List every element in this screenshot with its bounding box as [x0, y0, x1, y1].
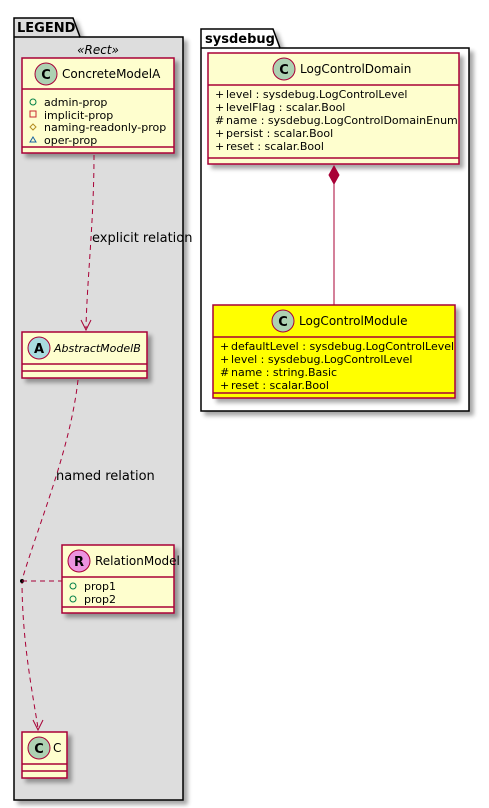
attr-prop1: prop1 [84, 580, 116, 593]
svg-text:C: C [279, 63, 289, 78]
svg-text:C: C [41, 68, 51, 83]
protected-visibility-icon [29, 123, 37, 131]
log-control-domain-class[interactable]: C LogControlDomain + level : sysdebug.Lo… [207, 52, 460, 165]
named-relation-edge: named relation [20, 379, 155, 732]
svg-text:+: + [215, 101, 224, 114]
legend-stereotype: «Rect» [77, 43, 119, 57]
concrete-model-a-class[interactable]: C ConcreteModelA + admin-prop implicit-p… [21, 57, 175, 154]
svg-text:+: + [220, 379, 229, 392]
public-visibility-icon [69, 595, 77, 603]
composition-diamond-icon [328, 164, 340, 186]
public-visibility-icon [69, 582, 77, 590]
explicit-relation-label: explicit relation [92, 231, 192, 246]
attr-name: name : string.Basic [231, 366, 337, 379]
svg-text:C: C [34, 742, 44, 757]
class-c-circle-icon [34, 62, 58, 86]
concrete-model-a-name: ConcreteModelA [62, 67, 161, 81]
svg-text:R: R [74, 555, 84, 570]
attr-level-flag: levelFlag : scalar.Bool [226, 101, 345, 114]
legend-title: LEGEND [17, 21, 76, 36]
class-c-circle-icon [271, 309, 295, 333]
svg-text:+: + [215, 127, 224, 140]
attr-persist: persist : scalar.Bool [226, 127, 333, 140]
attr-reset: reset : scalar.Bool [231, 379, 329, 392]
attr-naming-readonly-prop: naming-readonly-prop [44, 121, 166, 134]
svg-text:A: A [34, 342, 44, 357]
relation-model-name: RelationModel [95, 554, 180, 568]
svg-text:+: + [220, 353, 229, 366]
svg-text:#: # [220, 366, 229, 379]
abstract-model-b-name: AbstractModelB [53, 342, 141, 355]
svg-text:+: + [215, 88, 224, 101]
explicit-relation-edge: explicit relation [80, 154, 192, 332]
attr-oper-prop: oper-prop [44, 134, 97, 147]
class-c-circle-icon [272, 57, 296, 81]
svg-text:+: + [220, 340, 229, 353]
log-control-module-class[interactable]: C LogControlModule + defaultLevel : sysd… [212, 304, 456, 399]
relation-model-class[interactable]: R RelationModel prop1 prop2 [61, 544, 180, 614]
attr-level: level : sysdebug.LogControlLevel [226, 88, 407, 101]
svg-text:C: C [278, 315, 288, 330]
attr-level: level : sysdebug.LogControlLevel [231, 353, 412, 366]
log-control-module-name: LogControlModule [299, 314, 407, 328]
attr-admin-prop: admin-prop [44, 96, 107, 109]
relation-r-circle-icon [67, 549, 91, 573]
composition-edge [328, 164, 340, 305]
package-visibility-icon [29, 136, 37, 143]
named-relation-label: named relation [56, 469, 155, 484]
public-visibility-icon [29, 98, 37, 106]
abstract-model-b-class[interactable]: A AbstractModelB [21, 331, 148, 379]
attr-reset: reset : scalar.Bool [226, 140, 324, 153]
abstract-a-circle-icon [27, 336, 51, 360]
svg-text:+: + [215, 140, 224, 153]
attr-implicit-prop: implicit-prop [44, 109, 113, 122]
attr-default-level: defaultLevel : sysdebug.LogControlLevel [231, 340, 454, 353]
sysdebug-title: sysdebug [205, 32, 275, 47]
log-control-domain-name: LogControlDomain [300, 62, 411, 76]
class-c-name: C [53, 741, 61, 755]
attr-prop2: prop2 [84, 593, 116, 606]
class-c[interactable]: C C [21, 731, 68, 779]
private-visibility-icon [29, 110, 37, 118]
svg-text:#: # [215, 114, 224, 127]
attr-name: name : sysdebug.LogControlDomainEnum [226, 114, 458, 127]
class-c-circle-icon [27, 736, 51, 760]
